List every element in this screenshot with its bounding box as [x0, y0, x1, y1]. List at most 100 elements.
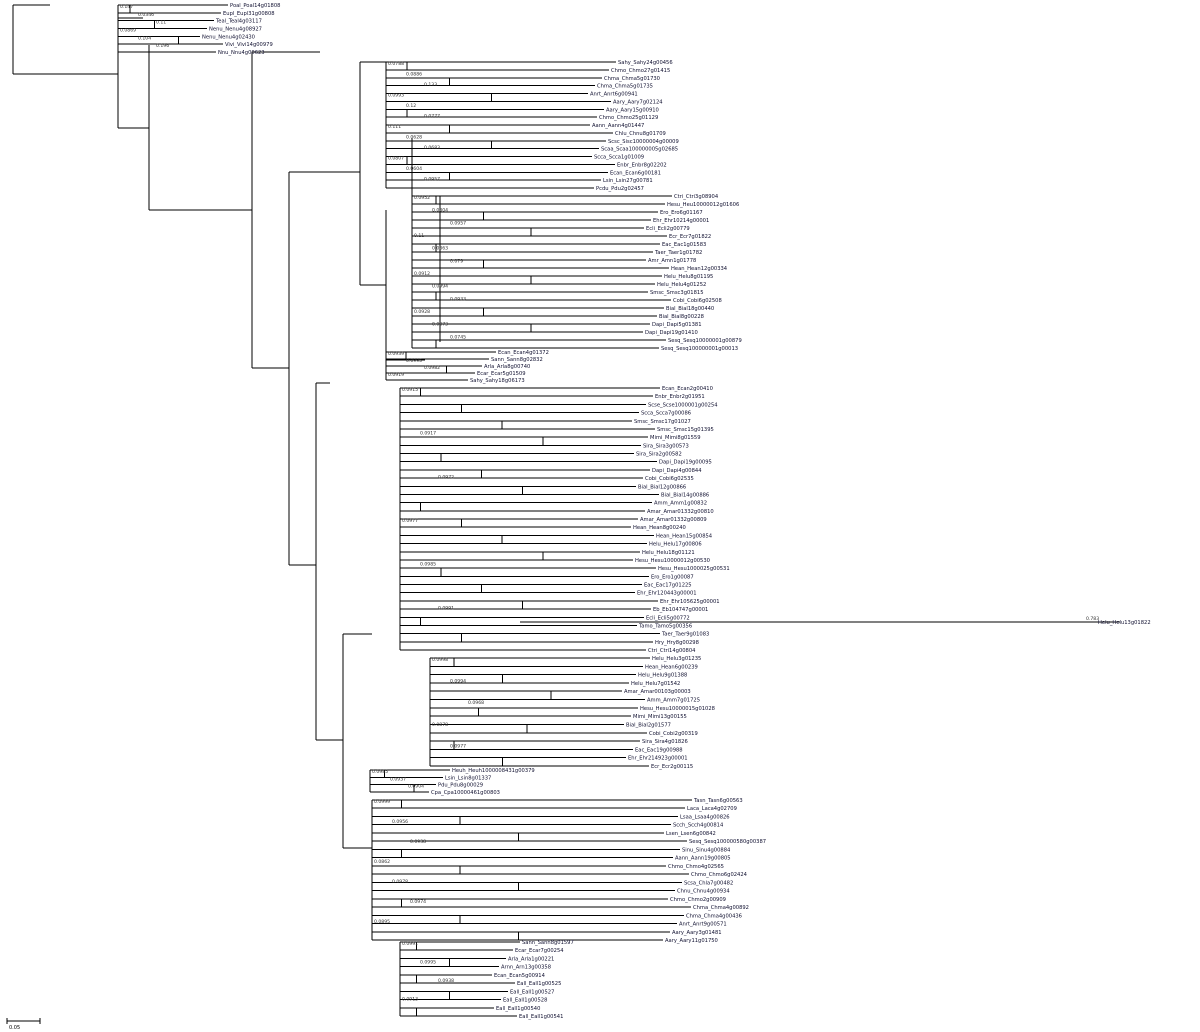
leaf-label: Sira_Sira3g00573	[643, 443, 689, 449]
bootstrap-value: 0.0995	[420, 960, 436, 966]
bootstrap-value: 0.0863	[432, 246, 448, 252]
leaf-label: Lsaa_Lsaa4g00826	[680, 814, 730, 820]
leaf-label: Laca_Laca4g02709	[687, 806, 737, 812]
leaf-label: Chmo_Chmo4g02565	[668, 864, 724, 870]
leaf-label: Amm_Amm7g01725	[647, 698, 700, 704]
leaf-label: Sann_Sann8g02832	[491, 357, 543, 363]
leaf-label: Ehr_Ehr214923g00001	[628, 756, 688, 762]
leaf-label: Eac_Eac1g01583	[662, 242, 706, 248]
leaf-label: Helu_Helu17g00806	[649, 542, 702, 548]
bootstrap-value: 0.0993	[388, 93, 404, 99]
bootstrap-value: 0.0937	[390, 776, 406, 782]
leaf-label: Ecan_Ecan2g00410	[662, 386, 713, 392]
bootstrap-value: 0.0628	[406, 135, 422, 141]
leaf-label: Ecr_Ecr2g00115	[651, 764, 693, 770]
leaf-label: Taer_Taer1g01782	[654, 250, 702, 256]
leaf-label: Bial_Bial2g01577	[626, 722, 671, 728]
leaf-label: Sann_Sann8g01597	[522, 940, 574, 946]
bootstrap-value: 0.0977	[402, 518, 418, 524]
bootstrap-value: 0.0777	[424, 114, 440, 120]
leaf-label: Hean_Hean8g00240	[633, 525, 686, 531]
bootstrap-value: 0.0994	[432, 284, 448, 290]
bootstrap-value: 0.0895	[374, 919, 390, 925]
leaf-label: Eac_Eac17g01225	[644, 583, 692, 589]
leaf-label: Smsc_Smsc17g01027	[634, 419, 691, 425]
leaf-label: Eall_Eall1g00540	[496, 1006, 540, 1012]
bootstrap-value: 0.0999	[374, 799, 390, 805]
leaf-label: Arla_Arla1g00221	[508, 956, 554, 962]
leaf-label: Ecar_Ecar7g00254	[515, 948, 564, 954]
bootstrap-value: 0.147	[120, 4, 133, 10]
leaf-label: Smsc_Smsc3g01815	[650, 290, 704, 296]
leaf-label: Ecan_Ecan6g00181	[610, 170, 661, 176]
leaf-label: Ecan_Ecan4g01372	[498, 350, 549, 356]
bootstrap-value: 0.0869	[120, 28, 136, 34]
bootstrap-value: 0.111	[388, 124, 401, 130]
leaf-label: Eac_Eac19g00988	[635, 747, 683, 753]
leaf-label: Chmo_Chmo25g01129	[599, 115, 658, 121]
leaf-label: Chma_Chma4g00436	[686, 913, 742, 919]
bootstrap-value: 0.0957	[424, 177, 440, 183]
bootstrap-value: 0.0952	[414, 195, 430, 201]
leaf-label: Aann_Aann19g00805	[675, 856, 731, 862]
bootstrap-value: 0.0933	[450, 296, 466, 302]
leaf-label: Hean_Hean12g00334	[671, 266, 728, 272]
leaf-label: Chma_Chma4g00892	[693, 905, 749, 911]
leaf-label: Pdu_Pdu8g00029	[438, 783, 483, 789]
leaf-label: Amar_Amar01332g00810	[647, 509, 714, 515]
leaf-label: Sesq_Sesq10000001g00879	[668, 338, 742, 344]
bootstrap-value: 0.11	[156, 20, 166, 26]
bootstrap-value: 0.0982	[424, 365, 440, 371]
bootstrap-value: 0.0985	[420, 562, 436, 568]
leaf-label: Bial_Bial18g00440	[666, 306, 714, 312]
leaf-label: Lsen_Lsen6g00842	[666, 831, 716, 837]
bootstrap-value: 0.0917	[420, 431, 436, 437]
leaf-label: Sira_Sira2g00582	[636, 452, 682, 458]
leaf-label: Sesq_Sesq100000001g00013	[661, 346, 738, 352]
leaf-label: Eb_Eb104747g00001	[653, 607, 708, 613]
leaf-label: Cobi_Cobi6g02508	[673, 298, 722, 304]
leaf-label: Enbr_Enbr8g02202	[617, 162, 667, 168]
bootstrap-value: 0.0938	[410, 839, 426, 845]
leaf-label: Ehr_Ehr120443g00001	[637, 591, 697, 597]
bootstrap-value: 0.0807	[388, 156, 404, 162]
bootstrap-value: 0.0904	[408, 784, 424, 790]
leaf-label: Ctri_Ctri14g00804	[648, 648, 696, 654]
leaf-label: Ecar_Ecar5g01509	[477, 371, 526, 377]
leaf-label: Scca_Scca7g00086	[641, 411, 691, 417]
leaf-label: Enbr_Enbr2g01951	[655, 394, 705, 400]
bootstrap-value: 0.0804	[432, 208, 448, 214]
leaf-label: Helu_Helu18g01121	[642, 550, 695, 556]
leaf-label: Tasn_Tasn6g00563	[693, 798, 743, 804]
leaf-label: Dapi_Dapi19g00095	[659, 460, 712, 466]
tree-branches	[12, 4, 1120, 1017]
leaf-label: Helu_Helu8g01195	[664, 274, 713, 280]
leaf-label: Hesu_Hesu10000015g01028	[640, 706, 715, 712]
bootstrap-value: 0.0873	[432, 322, 448, 328]
leaf-label: Anrt_Anrt6g00941	[590, 92, 638, 98]
leaf-label: Scse_Scse1000001g00254	[648, 402, 718, 408]
bootstrap-value: 0.0938	[438, 978, 454, 984]
leaf-label: Bial_Bial14g00886	[661, 492, 709, 498]
leaf-label: Aary_Aary15g00910	[606, 107, 659, 113]
bootstrap-value: 0.133	[424, 82, 437, 88]
leaf-label: Mimi_Mimi8g01559	[650, 435, 701, 441]
leaf-label: Ecan_Ecan5g00914	[494, 973, 546, 979]
leaf-label: Chmo_Chmo2g00909	[670, 897, 726, 903]
bootstrap-value: 0.0977	[450, 743, 466, 749]
leaf-label: Amr_Amn1g01778	[648, 258, 696, 264]
leaf-label: Aary_Aary3g01481	[672, 930, 722, 936]
leaf-label: Ctri_Ctri3g08904	[674, 194, 719, 200]
leaf-label: Bial_Bial12g00866	[638, 484, 686, 490]
leaf-label: Hesu_Heu10000012g01606	[667, 202, 739, 208]
leaf-label: Taer_Taer9g01083	[661, 632, 709, 638]
leaf-label: Helu_Helu13g01822	[1098, 620, 1151, 626]
leaf-label: Sinu_Sinu4g00884	[682, 847, 731, 853]
bootstrap-value: 0.0985	[372, 769, 388, 775]
leaf-label: Lsin_Lsin8g01337	[445, 775, 491, 781]
scale-bar: 0.05	[6, 1018, 41, 1031]
bootstrap-value: 0.0915	[402, 387, 418, 393]
leaf-label: Arla_Arla8g00740	[484, 364, 530, 370]
leaf-label: Smsc_Smsc15g01395	[657, 427, 714, 433]
leaf-label: Helu_Helu9g01388	[638, 673, 687, 679]
